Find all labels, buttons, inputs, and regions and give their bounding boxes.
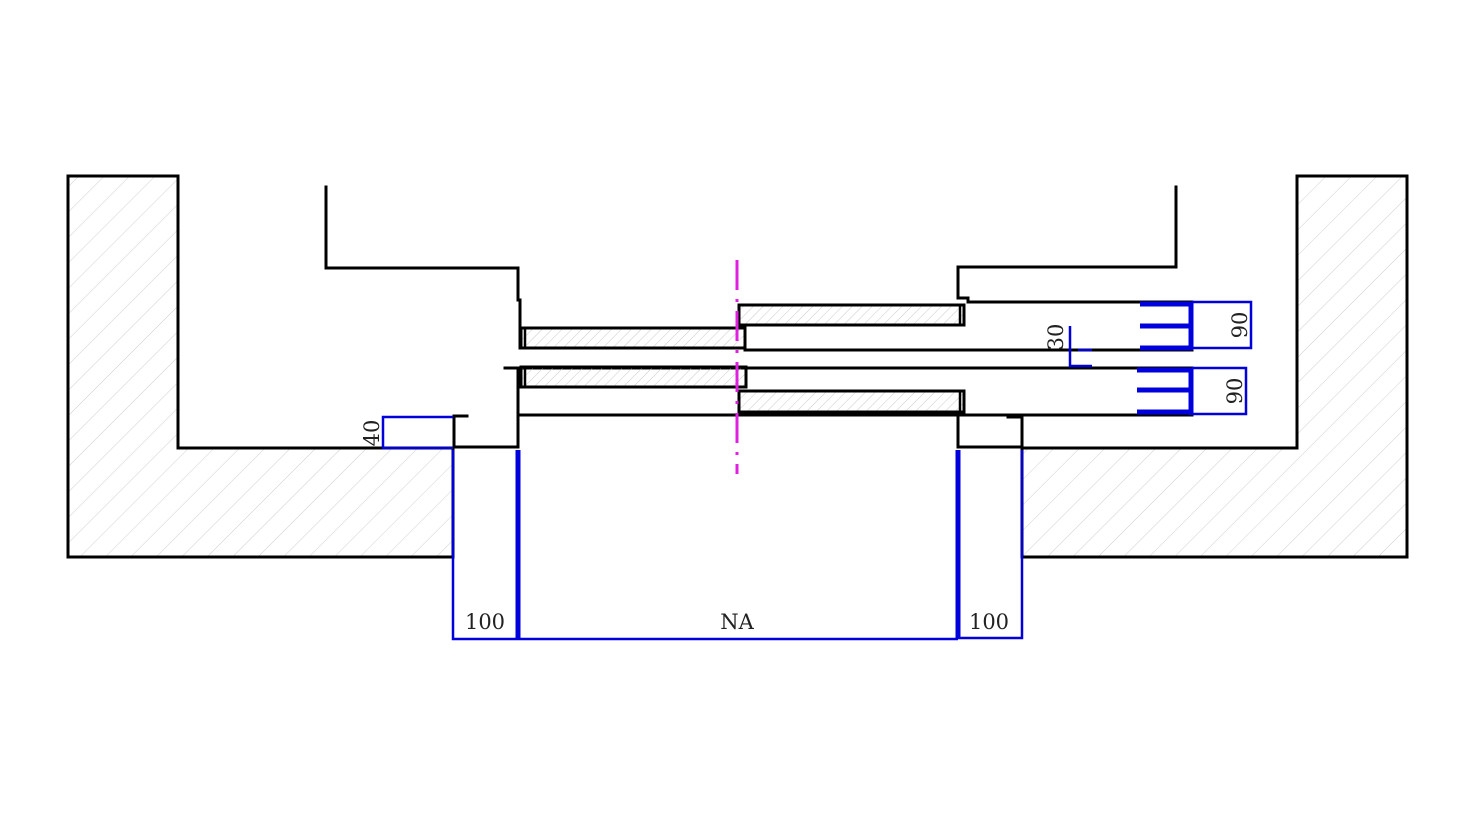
dim-opening-label: NA [720, 610, 754, 634]
dim-bottom-panels-label: 90 [1223, 378, 1247, 405]
right-jamb [956, 413, 1024, 449]
dim-right-gap [958, 450, 1024, 640]
dim-left-gap [451, 450, 518, 641]
dim-left-step [381, 415, 453, 450]
left-wall-section [66, 174, 455, 559]
dim-top-panels [1140, 300, 1253, 351]
dim-top-panels-label: 90 [1228, 312, 1252, 339]
dim-bottom-panels [1137, 366, 1248, 416]
dim-left-step-label: 40 [360, 420, 384, 447]
dim-right-gap-label: 100 [969, 610, 1009, 634]
upper-frame-right [956, 185, 1194, 304]
upper-frame-left [324, 185, 522, 350]
dim-panel-gap-label: 30 [1044, 324, 1068, 351]
door-panel-lower-left [519, 365, 748, 389]
door-panel-upper-left [519, 326, 747, 350]
door-panel-lower-right [737, 389, 966, 414]
door-panel-upper-right [737, 303, 966, 327]
dim-panel-gap [1068, 326, 1092, 368]
left-jamb [452, 366, 520, 449]
dim-left-gap-label: 100 [465, 610, 505, 634]
